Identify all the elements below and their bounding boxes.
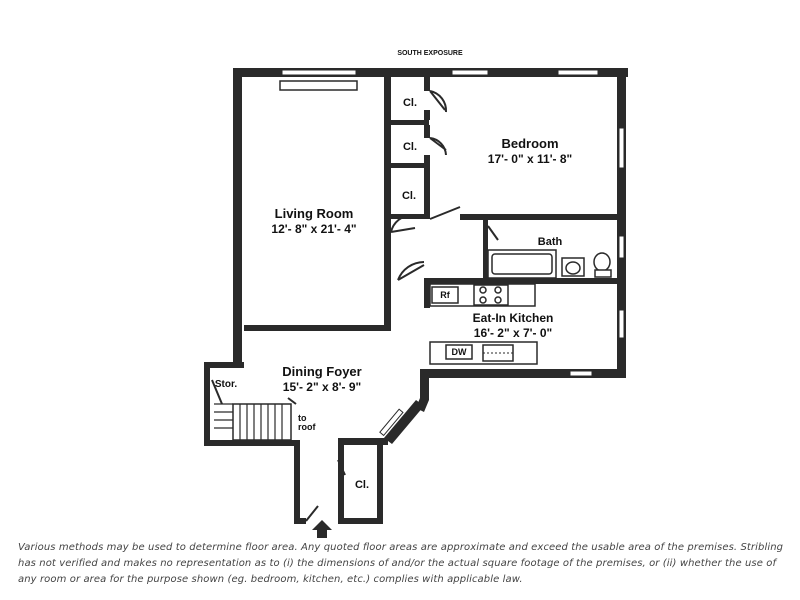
storage-label: Stor. — [215, 379, 237, 390]
kitchen-size: 16'- 2" x 7'- 0" — [474, 326, 552, 340]
bedroom-size: 17'- 0" x 11'- 8" — [488, 152, 572, 166]
kitchen-lower-counter — [429, 341, 538, 365]
bath-fixtures — [487, 249, 612, 279]
stair-note-to: to — [298, 413, 307, 423]
dining-foyer-size: 15'- 2" x 8'- 9" — [283, 380, 361, 394]
fridge-label: Rf — [440, 290, 450, 300]
closet-entry-label: Cl. — [355, 479, 369, 491]
exposure-label: SOUTH EXPOSURE — [397, 50, 463, 57]
stair-note-roof: roof — [298, 422, 316, 432]
living-room-name: Living Room — [275, 206, 354, 221]
radiator — [279, 80, 358, 91]
bath-name: Bath — [538, 236, 563, 248]
windows — [281, 69, 625, 437]
interior-walls — [244, 77, 626, 331]
staircase — [214, 403, 292, 441]
kitchen-upper-counter — [429, 283, 536, 307]
disclaimer-text: Various methods may be used to determine… — [18, 542, 784, 585]
closet-3-label: Cl. — [402, 190, 416, 202]
closet-1-label: Cl. — [403, 97, 417, 109]
floor-plan: SOUTH EXPOSURE — [204, 50, 628, 538]
dining-foyer-name: Dining Foyer — [282, 364, 361, 379]
living-room-size: 12'- 8" x 21'- 4" — [271, 222, 356, 236]
entry-arrow-icon — [312, 520, 332, 538]
dishwasher-label: DW — [452, 347, 467, 357]
exterior-walls — [204, 68, 628, 524]
kitchen-name: Eat-In Kitchen — [473, 311, 554, 325]
closet-2-label: Cl. — [403, 141, 417, 153]
bedroom-name: Bedroom — [501, 136, 558, 151]
door-swings — [211, 90, 499, 522]
